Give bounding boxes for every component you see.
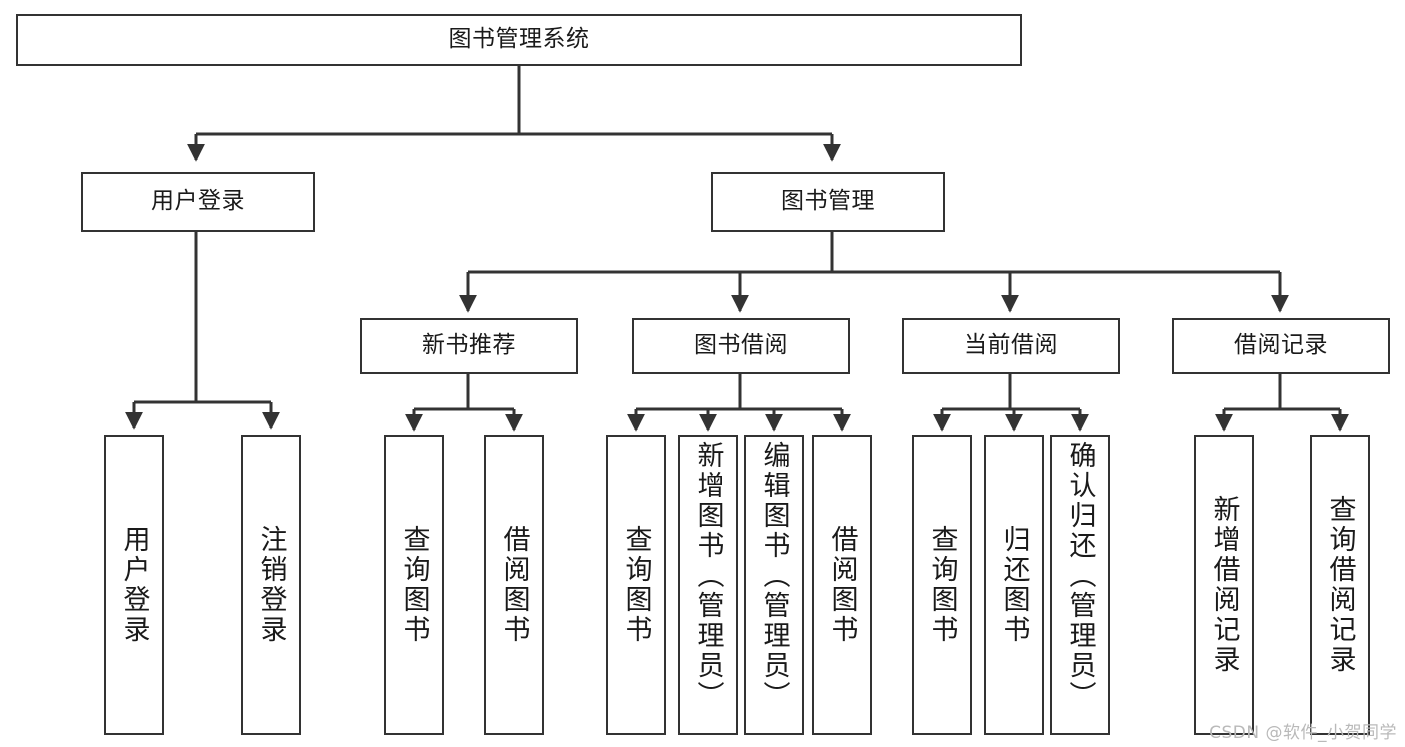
leaf-borrow-edit-book[interactable]: 编辑图书（管理员） xyxy=(744,435,804,735)
leaf-recommend-borrow-book[interactable]: 借阅图书 xyxy=(484,435,544,735)
csdn-watermark: CSDN @软件_小贺同学 xyxy=(1209,723,1397,743)
leaf-current-return-book-label: 归还图书 xyxy=(998,525,1030,645)
leaf-record-add-record[interactable]: 新增借阅记录 xyxy=(1194,435,1254,735)
node-book-management[interactable]: 图书管理 xyxy=(711,172,945,232)
node-book-borrow-label: 图书借阅 xyxy=(694,332,788,359)
leaf-borrow-query-book[interactable]: 查询图书 xyxy=(606,435,666,735)
leaf-current-query-book[interactable]: 查询图书 xyxy=(912,435,972,735)
leaf-borrow-add-book-label: 新增图书（管理员） xyxy=(692,441,724,711)
leaf-current-return-book[interactable]: 归还图书 xyxy=(984,435,1044,735)
leaf-borrow-borrow-book[interactable]: 借阅图书 xyxy=(812,435,872,735)
leaf-user-login-login[interactable]: 用户登录 xyxy=(104,435,164,735)
node-user-login-label: 用户登录 xyxy=(151,188,245,215)
leaf-borrow-query-book-label: 查询图书 xyxy=(620,525,652,645)
leaf-current-confirm-return-label: 确认归还（管理员） xyxy=(1064,441,1096,711)
leaf-borrow-borrow-book-label: 借阅图书 xyxy=(826,525,858,645)
leaf-recommend-query-book-label: 查询图书 xyxy=(398,525,430,645)
leaf-recommend-query-book[interactable]: 查询图书 xyxy=(384,435,444,735)
leaf-user-login-logout[interactable]: 注销登录 xyxy=(241,435,301,735)
node-root-label: 图书管理系统 xyxy=(448,26,590,53)
leaf-record-query-record[interactable]: 查询借阅记录 xyxy=(1310,435,1370,735)
node-new-book-recommend[interactable]: 新书推荐 xyxy=(360,318,578,374)
leaf-record-add-record-label: 新增借阅记录 xyxy=(1208,495,1240,675)
node-new-book-recommend-label: 新书推荐 xyxy=(422,332,516,359)
leaf-borrow-edit-book-label: 编辑图书（管理员） xyxy=(758,441,790,711)
node-current-borrow[interactable]: 当前借阅 xyxy=(902,318,1120,374)
node-book-borrow[interactable]: 图书借阅 xyxy=(632,318,850,374)
leaf-record-query-record-label: 查询借阅记录 xyxy=(1324,495,1356,675)
node-borrow-record-label: 借阅记录 xyxy=(1234,332,1328,359)
leaf-user-login-logout-label: 注销登录 xyxy=(255,525,287,645)
node-user-login[interactable]: 用户登录 xyxy=(81,172,315,232)
leaf-current-query-book-label: 查询图书 xyxy=(926,525,958,645)
leaf-user-login-login-label: 用户登录 xyxy=(118,525,150,645)
node-borrow-record[interactable]: 借阅记录 xyxy=(1172,318,1390,374)
node-current-borrow-label: 当前借阅 xyxy=(964,332,1058,359)
leaf-borrow-add-book[interactable]: 新增图书（管理员） xyxy=(678,435,738,735)
leaf-recommend-borrow-book-label: 借阅图书 xyxy=(498,525,530,645)
node-book-management-label: 图书管理 xyxy=(781,188,875,215)
leaf-current-confirm-return[interactable]: 确认归还（管理员） xyxy=(1050,435,1110,735)
node-root[interactable]: 图书管理系统 xyxy=(16,14,1022,66)
